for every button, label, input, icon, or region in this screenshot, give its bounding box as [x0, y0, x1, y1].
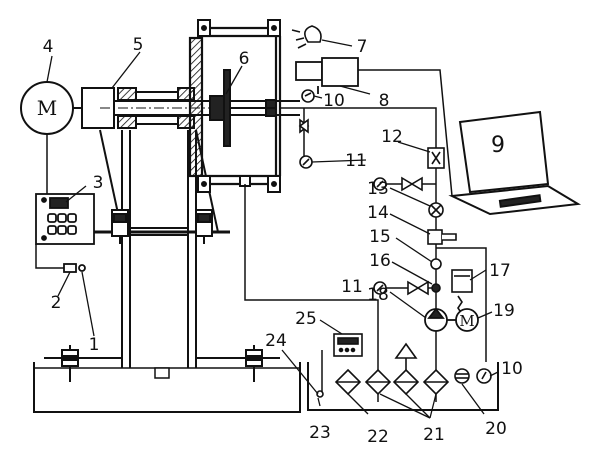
label-22: 22 [367, 427, 389, 447]
motor-main: M [20, 81, 74, 135]
label-4: 4 [43, 37, 54, 57]
leader-lines [46, 39, 499, 419]
label-23: 23 [309, 423, 331, 443]
test-chamber [188, 26, 282, 186]
label-7: 7 [357, 37, 368, 57]
pump-motor: M [447, 308, 479, 332]
label-20: 20 [485, 419, 507, 439]
label-3: 3 [93, 173, 104, 193]
motor-main-letter: M [37, 96, 57, 120]
pressure-gauge-upper [301, 89, 315, 103]
label-13: 13 [367, 179, 389, 199]
pump-motor-letter: M [459, 312, 474, 330]
pump [424, 307, 448, 332]
label-16: 16 [369, 251, 391, 271]
label-10-upper: 10 [323, 91, 345, 111]
camera [295, 57, 359, 94]
callout-labels: 4 5 3 2 1 6 7 8 10 9 11 12 13 14 15 16 1… [43, 35, 523, 447]
label-12: 12 [381, 127, 403, 147]
bearing-clamp-right [195, 209, 213, 244]
relief-valve [427, 229, 457, 245]
label-25: 25 [295, 309, 317, 329]
sight-gauge [428, 202, 444, 218]
label-5: 5 [133, 35, 144, 55]
label-17: 17 [489, 261, 511, 281]
pressure-gauge-11-upper [299, 155, 423, 192]
temp-controller [316, 333, 363, 398]
base-bolt-right [245, 345, 263, 382]
chamber-valve [298, 118, 310, 134]
laptop [448, 110, 582, 216]
label-15: 15 [369, 227, 391, 247]
label-19: 19 [493, 301, 515, 321]
speed-sensor [63, 263, 86, 273]
check-valve [430, 258, 442, 270]
label-18: 18 [367, 285, 389, 305]
base-bolt-left [61, 345, 79, 382]
label-24: 24 [265, 331, 287, 351]
controller-box [35, 193, 95, 245]
controller-wiring [35, 134, 64, 269]
label-9: 9 [491, 133, 505, 158]
label-10-lower: 10 [501, 359, 523, 379]
label-8: 8 [379, 91, 390, 111]
heater-and-gauge [454, 368, 492, 384]
label-21: 21 [423, 425, 445, 445]
lamp [291, 25, 322, 49]
label-6: 6 [239, 49, 250, 69]
flowmeter [427, 147, 445, 169]
label-11-lower: 11 [341, 277, 363, 297]
accumulator [451, 269, 473, 315]
label-11-upper: 11 [345, 151, 367, 171]
test-disc [223, 69, 276, 147]
base-tank [33, 362, 301, 413]
label-14: 14 [367, 203, 389, 223]
pressure-gauge-11-lower [373, 280, 441, 296]
label-1: 1 [89, 335, 100, 355]
label-2: 2 [51, 293, 62, 313]
filters [334, 342, 450, 396]
bearing-housing [117, 87, 195, 129]
camera-cable [358, 69, 453, 197]
bearing-clamp-left [111, 209, 129, 244]
